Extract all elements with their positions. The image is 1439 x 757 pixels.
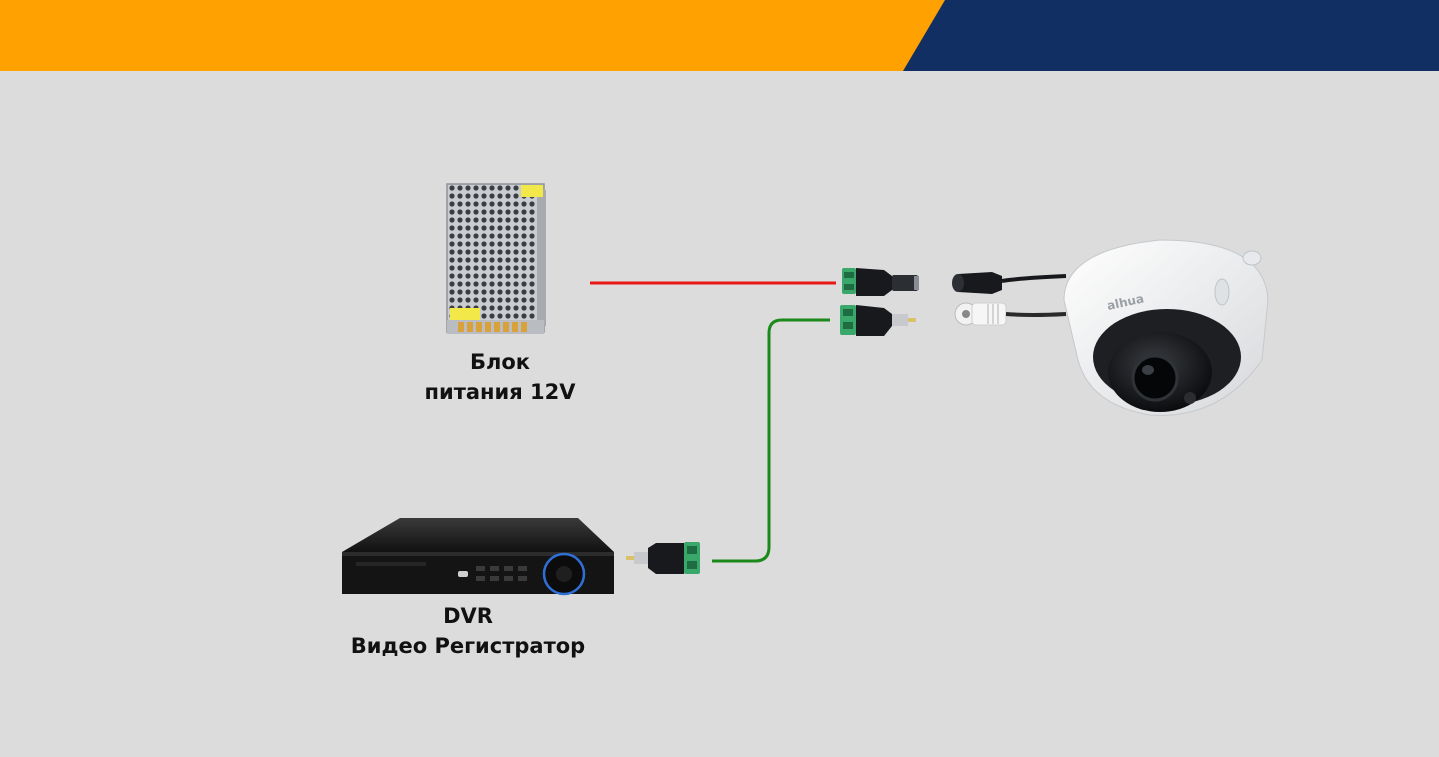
dome-camera: alhua [1063,239,1269,416]
camera-dc-female-jack [952,272,1067,294]
video-cable [712,318,830,563]
dvr-recorder [342,518,614,596]
psu-terminal-screws [458,322,527,332]
banner-navy-band [903,0,1439,71]
dvr-label-line1: DVR [443,604,493,628]
psu-caution-sticker [450,308,480,320]
rca-male-connector-camera [840,305,916,336]
power-supply-label: Блок питания 12V [380,347,620,407]
rca-male-connector-dvr [626,542,700,574]
dc-male-connector [842,268,919,296]
psu-warning-sticker [521,185,543,197]
dvr-label-line2: Видео Регистратор [350,634,586,658]
dvr-front-buttons [476,566,527,581]
camera-rca-female-jack [954,302,1067,326]
power-supply-unit [446,183,546,334]
power-supply-label-line1: Блок [469,350,531,374]
top-banner [0,0,1439,71]
dvr-label: DVR Видео Регистратор [318,601,618,661]
power-supply-label-line2: питания 12V [424,380,576,404]
